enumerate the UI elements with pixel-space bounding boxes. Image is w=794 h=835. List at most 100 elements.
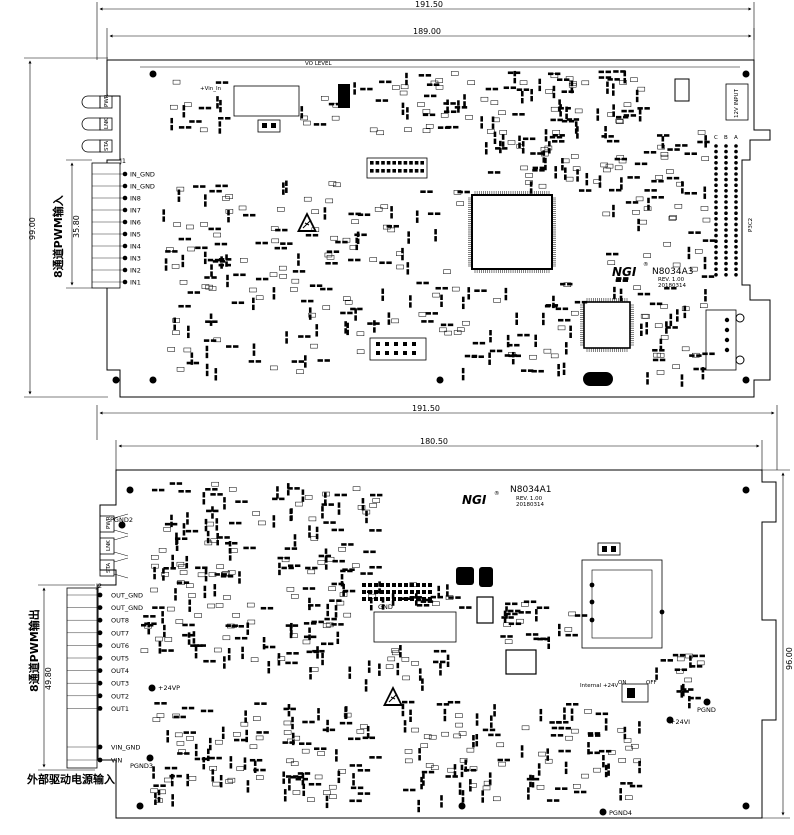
- smd-pad: [186, 519, 189, 525]
- header-pin: [398, 590, 402, 594]
- smd-pad: [339, 559, 345, 563]
- component-outline: [557, 325, 566, 331]
- component-outline: [545, 89, 553, 94]
- smd-pad: [202, 492, 206, 498]
- smd-pad: [222, 81, 229, 84]
- smd-pad: [337, 509, 341, 515]
- smd-pad: [608, 135, 614, 138]
- header-pin: [403, 342, 407, 346]
- smd-pad: [178, 237, 185, 241]
- edge-pin: [724, 161, 728, 165]
- smd-pad: [158, 641, 162, 647]
- component-outline: [525, 180, 533, 185]
- edge-pin: [734, 194, 738, 199]
- smd-pad: [188, 706, 195, 710]
- smd-pad: [176, 774, 182, 778]
- smd-pad: [206, 509, 212, 513]
- component-outline: [605, 163, 614, 169]
- smd-pad: [252, 304, 255, 311]
- top-led-label: LNK: [104, 118, 110, 129]
- smd-pad: [687, 246, 691, 253]
- component-outline: [672, 262, 681, 268]
- smd-pad: [457, 107, 460, 113]
- component-outline: [270, 226, 279, 231]
- smd-pad: [453, 764, 457, 770]
- component-outline: [655, 175, 663, 180]
- component-outline: [311, 209, 319, 214]
- smd-pad: [386, 224, 392, 228]
- component-outline: [422, 128, 431, 134]
- smd-pad: [195, 566, 201, 570]
- component-outline: [213, 232, 221, 238]
- smd-pad: [559, 134, 565, 137]
- smd-pad: [194, 645, 198, 652]
- smd-pad: [180, 715, 186, 719]
- smd-pad: [505, 612, 511, 616]
- bottom-board: 191.50 180.50 96.00 49.80 8通道PWM输出 外部驱动电…: [26, 404, 794, 819]
- smd-pad: [183, 731, 189, 734]
- smd-pad: [481, 790, 485, 796]
- header-pin: [380, 590, 384, 594]
- smd-pad: [335, 749, 338, 755]
- smd-pad: [204, 525, 208, 532]
- smd-pad: [472, 742, 475, 748]
- smd-pad: [210, 493, 216, 496]
- smd-pad: [331, 617, 337, 621]
- smd-pad: [308, 597, 311, 604]
- header-pin: [385, 351, 389, 355]
- smd-pad: [558, 623, 561, 630]
- component-outline: [660, 154, 669, 160]
- smd-pad: [447, 323, 454, 327]
- header-pin: [422, 597, 426, 601]
- component-outline: [420, 743, 428, 748]
- component-outline: [178, 564, 186, 569]
- led-body: [99, 515, 115, 533]
- component-outline: [565, 76, 574, 81]
- component-outline: [311, 227, 320, 233]
- output-pin-label: OUT4: [111, 667, 129, 675]
- edge-pin: [714, 161, 718, 165]
- smd-pad: [661, 143, 665, 149]
- smd-pad: [539, 715, 543, 722]
- smd-pad: [352, 773, 355, 779]
- smd-pad: [505, 606, 508, 612]
- smd-pad: [308, 532, 311, 538]
- smd-pad: [219, 260, 226, 263]
- component-outline: [700, 303, 708, 309]
- smd-pad: [220, 256, 223, 262]
- smd-pad: [557, 118, 563, 122]
- component-outline: [172, 318, 180, 323]
- smd-pad: [282, 778, 286, 784]
- smd-pad: [278, 569, 281, 576]
- smd-pad: [162, 575, 165, 581]
- smd-pad: [378, 670, 381, 676]
- smd-pad: [324, 492, 327, 498]
- smd-pad: [253, 768, 259, 772]
- smd-pad: [202, 246, 208, 250]
- component-outline: [490, 100, 499, 105]
- smd-pad: [518, 611, 524, 614]
- smd-pad: [303, 635, 310, 639]
- smd-pad: [457, 190, 463, 194]
- component-outline: [402, 675, 410, 681]
- component-outline: [227, 777, 236, 783]
- smd-pad: [689, 665, 696, 668]
- smd-pad: [493, 138, 497, 145]
- smd-pad: [253, 760, 257, 766]
- component-outline: [307, 797, 315, 802]
- top-board-outline: [106, 59, 771, 398]
- smd-pad: [190, 352, 194, 358]
- component-outline: [161, 572, 169, 577]
- smd-pad: [558, 106, 564, 110]
- component-outline: [333, 182, 341, 188]
- smd-pad: [454, 700, 461, 704]
- smd-pad: [206, 537, 210, 544]
- smd-pad: [158, 648, 162, 654]
- smd-pad: [652, 348, 658, 352]
- smd-pad: [651, 196, 657, 199]
- smd-pad: [227, 655, 231, 661]
- smd-pad: [659, 345, 663, 352]
- smd-pad: [378, 663, 381, 669]
- component-outline: [199, 127, 208, 133]
- smd-pad: [234, 738, 240, 742]
